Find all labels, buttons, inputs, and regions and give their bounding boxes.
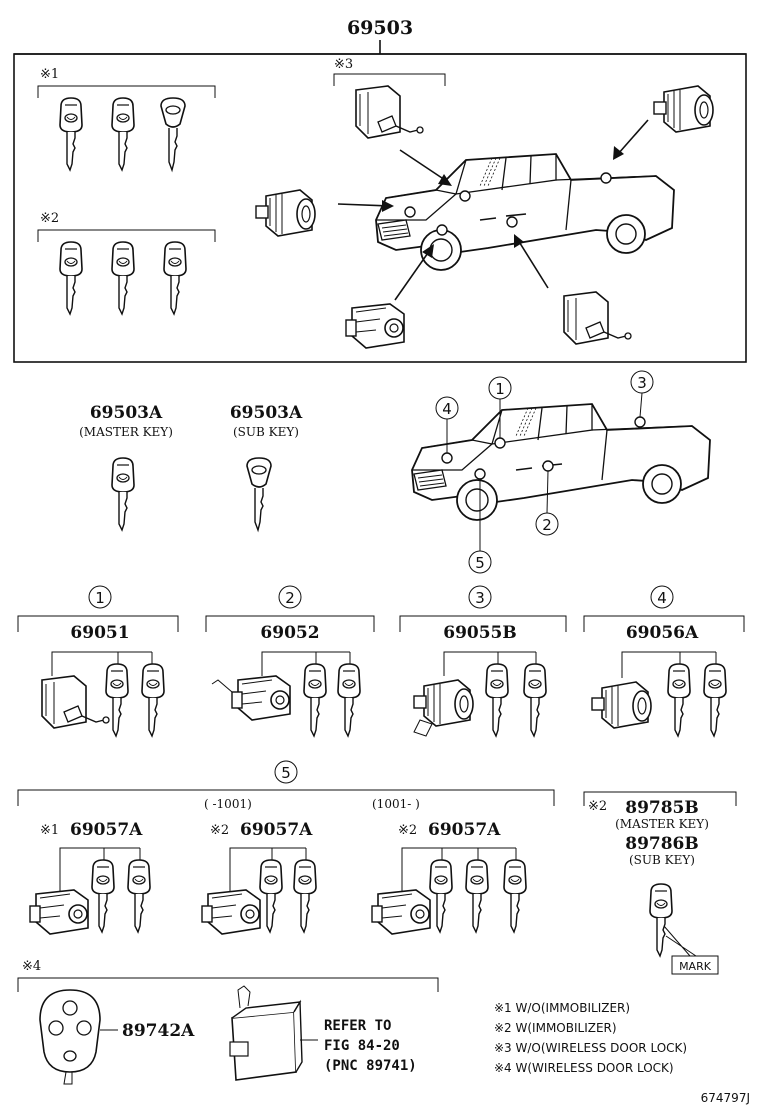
- svg-text:5: 5: [475, 554, 485, 572]
- group-5-item-3-part: 69057A: [428, 820, 501, 840]
- group-4: 4 69056A: [583, 585, 745, 737]
- mark-label: MARK: [679, 960, 712, 973]
- location-truck-illustration: [411, 403, 711, 521]
- legend-item-3: ※3 W/O(WIRELESS DOOR LOCK): [494, 1041, 687, 1055]
- group-1: 1 69051: [17, 585, 179, 737]
- note2-label: ※2: [40, 211, 59, 226]
- legend-item-2: ※2 W(IMMOBILIZER): [494, 1021, 617, 1035]
- note3-bracket: [333, 73, 446, 86]
- immobilizer-master-part: 89785B: [625, 798, 699, 818]
- master-key-part-number: 69503A: [90, 403, 163, 423]
- svg-text:3: 3: [637, 374, 647, 392]
- callout-5: 5: [468, 479, 492, 574]
- remote-part-number: 89742A: [122, 1021, 195, 1041]
- svg-text:5: 5: [281, 764, 291, 782]
- group-5-item-1-part: 69057A: [70, 820, 143, 840]
- immobilizer-keys: ※2 89785B (MASTER KEY) 89786B (SUB KEY) …: [583, 791, 737, 975]
- sub-key-part-number: 69503A: [230, 403, 303, 423]
- assembly-part-number: 69503: [347, 17, 413, 39]
- svg-text:(MASTER KEY): (MASTER KEY): [615, 817, 709, 831]
- svg-text:4: 4: [657, 589, 667, 607]
- callout-4: 4: [435, 396, 459, 453]
- group-5-item-1: ※1 69057A: [29, 820, 151, 935]
- group-5-item-2: ( -1001) ※2 69057A: [201, 797, 317, 935]
- top-ignition-switch: [355, 85, 424, 139]
- svg-text:1: 1: [95, 589, 105, 607]
- remote-section: ※4 89742A REFER TO FIG 84-20 (PNC 89741): [17, 959, 439, 1085]
- callout-2: 2: [535, 470, 559, 536]
- group-3: 3 69055B: [399, 585, 567, 737]
- svg-text:( -1001): ( -1001): [204, 797, 252, 811]
- svg-text:※2: ※2: [398, 823, 417, 838]
- callout-3: 3: [630, 370, 654, 418]
- refer-line-1: REFER TO: [324, 1018, 391, 1034]
- note2-bracket: [37, 229, 216, 242]
- svg-text:※4: ※4: [22, 959, 41, 974]
- svg-text:2: 2: [542, 516, 552, 534]
- master-key-label: (MASTER KEY): [79, 425, 173, 439]
- legend: ※1 W/O(IMMOBILIZER) ※2 W(IMMOBILIZER) ※3…: [494, 1001, 687, 1075]
- location-truck-dots: [441, 416, 646, 480]
- svg-text:4: 4: [442, 400, 452, 418]
- note2-key-set: [59, 241, 187, 315]
- top-leader-arrows: [337, 119, 649, 301]
- top-lock-cylinder-bottom: [345, 303, 405, 349]
- figure-id: 674797J: [701, 1091, 750, 1105]
- svg-text:1: 1: [495, 380, 505, 398]
- svg-text:※2: ※2: [210, 823, 229, 838]
- svg-text:(SUB KEY): (SUB KEY): [629, 853, 695, 867]
- svg-text:※1: ※1: [40, 823, 59, 838]
- svg-text:3: 3: [475, 589, 485, 607]
- sub-key-icon: [246, 457, 272, 531]
- group-4-part-number: 69056A: [626, 623, 699, 643]
- top-door-cylinder-right: [563, 291, 632, 345]
- callout-1: 1: [488, 376, 512, 438]
- refer-line-2: FIG 84-20: [324, 1038, 400, 1054]
- group-1-part-number: 69051: [70, 623, 129, 643]
- note1-label: ※1: [40, 67, 59, 82]
- note3-label: ※3: [334, 57, 353, 72]
- note1-bracket: [37, 85, 216, 98]
- group-3-part-number: 69055B: [443, 623, 517, 643]
- group-5-item-3: (1001- ) ※2 69057A: [371, 797, 527, 935]
- group-2: 2 69052: [205, 585, 375, 737]
- group-5: 5: [17, 760, 555, 806]
- top-truck-location-dots: [404, 172, 612, 236]
- top-tailgate-cylinder: [653, 85, 714, 133]
- legend-item-4: ※4 W(WIRELESS DOOR LOCK): [494, 1061, 674, 1075]
- group-5-item-2-part: 69057A: [240, 820, 313, 840]
- top-lock-cylinder-left: [255, 189, 316, 237]
- master-key-icon: [111, 457, 135, 531]
- sub-key-label: (SUB KEY): [233, 425, 299, 439]
- legend-item-1: ※1 W/O(IMMOBILIZER): [494, 1001, 630, 1015]
- svg-text:※2: ※2: [588, 799, 607, 814]
- assembly-frame: [13, 53, 747, 363]
- immobilizer-sub-part: 89786B: [625, 834, 699, 854]
- group-2-part-number: 69052: [260, 623, 319, 643]
- svg-text:(1001- ): (1001- ): [372, 797, 420, 811]
- svg-text:2: 2: [285, 589, 295, 607]
- note1-key-set: [59, 97, 186, 171]
- refer-line-3: (PNC 89741): [324, 1058, 417, 1074]
